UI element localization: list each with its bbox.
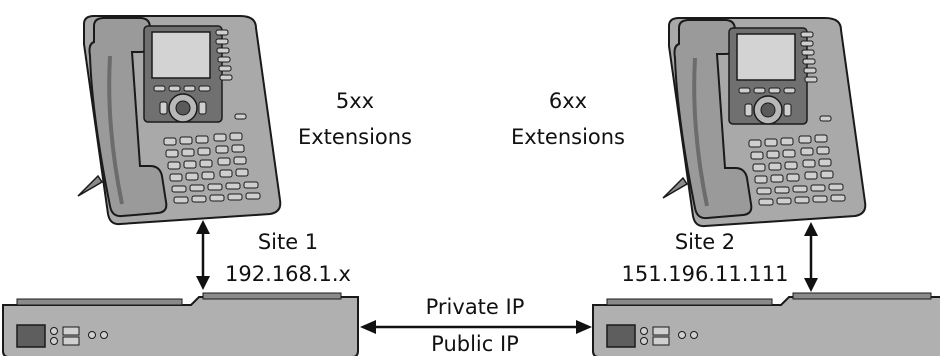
link-double-arrow-icon	[360, 320, 592, 334]
site2-desk-phone-icon	[661, 16, 868, 229]
site1-ip-address: 192.168.1.x	[225, 262, 351, 286]
site2-phone-system-box-icon	[592, 292, 940, 356]
site1-double-arrow-icon	[196, 220, 210, 290]
site1-extensions-range: 5xx	[336, 89, 374, 113]
site2-extensions-range: 6xx	[549, 89, 587, 113]
site1-phone-system-box-icon	[2, 292, 359, 356]
site2-ip-address: 151.196.11.111	[622, 262, 789, 286]
site1-desk-phone-icon	[76, 14, 283, 227]
link-private-ip-label: Private IP	[426, 295, 525, 319]
site2-double-arrow-icon	[804, 222, 818, 292]
site1-name: Site 1	[258, 230, 318, 254]
link-public-ip-label: Public IP	[431, 332, 519, 356]
site1-extensions-label: Extensions	[298, 125, 412, 149]
site2-extensions-label: Extensions	[511, 125, 625, 149]
site2-name: Site 2	[675, 230, 735, 254]
